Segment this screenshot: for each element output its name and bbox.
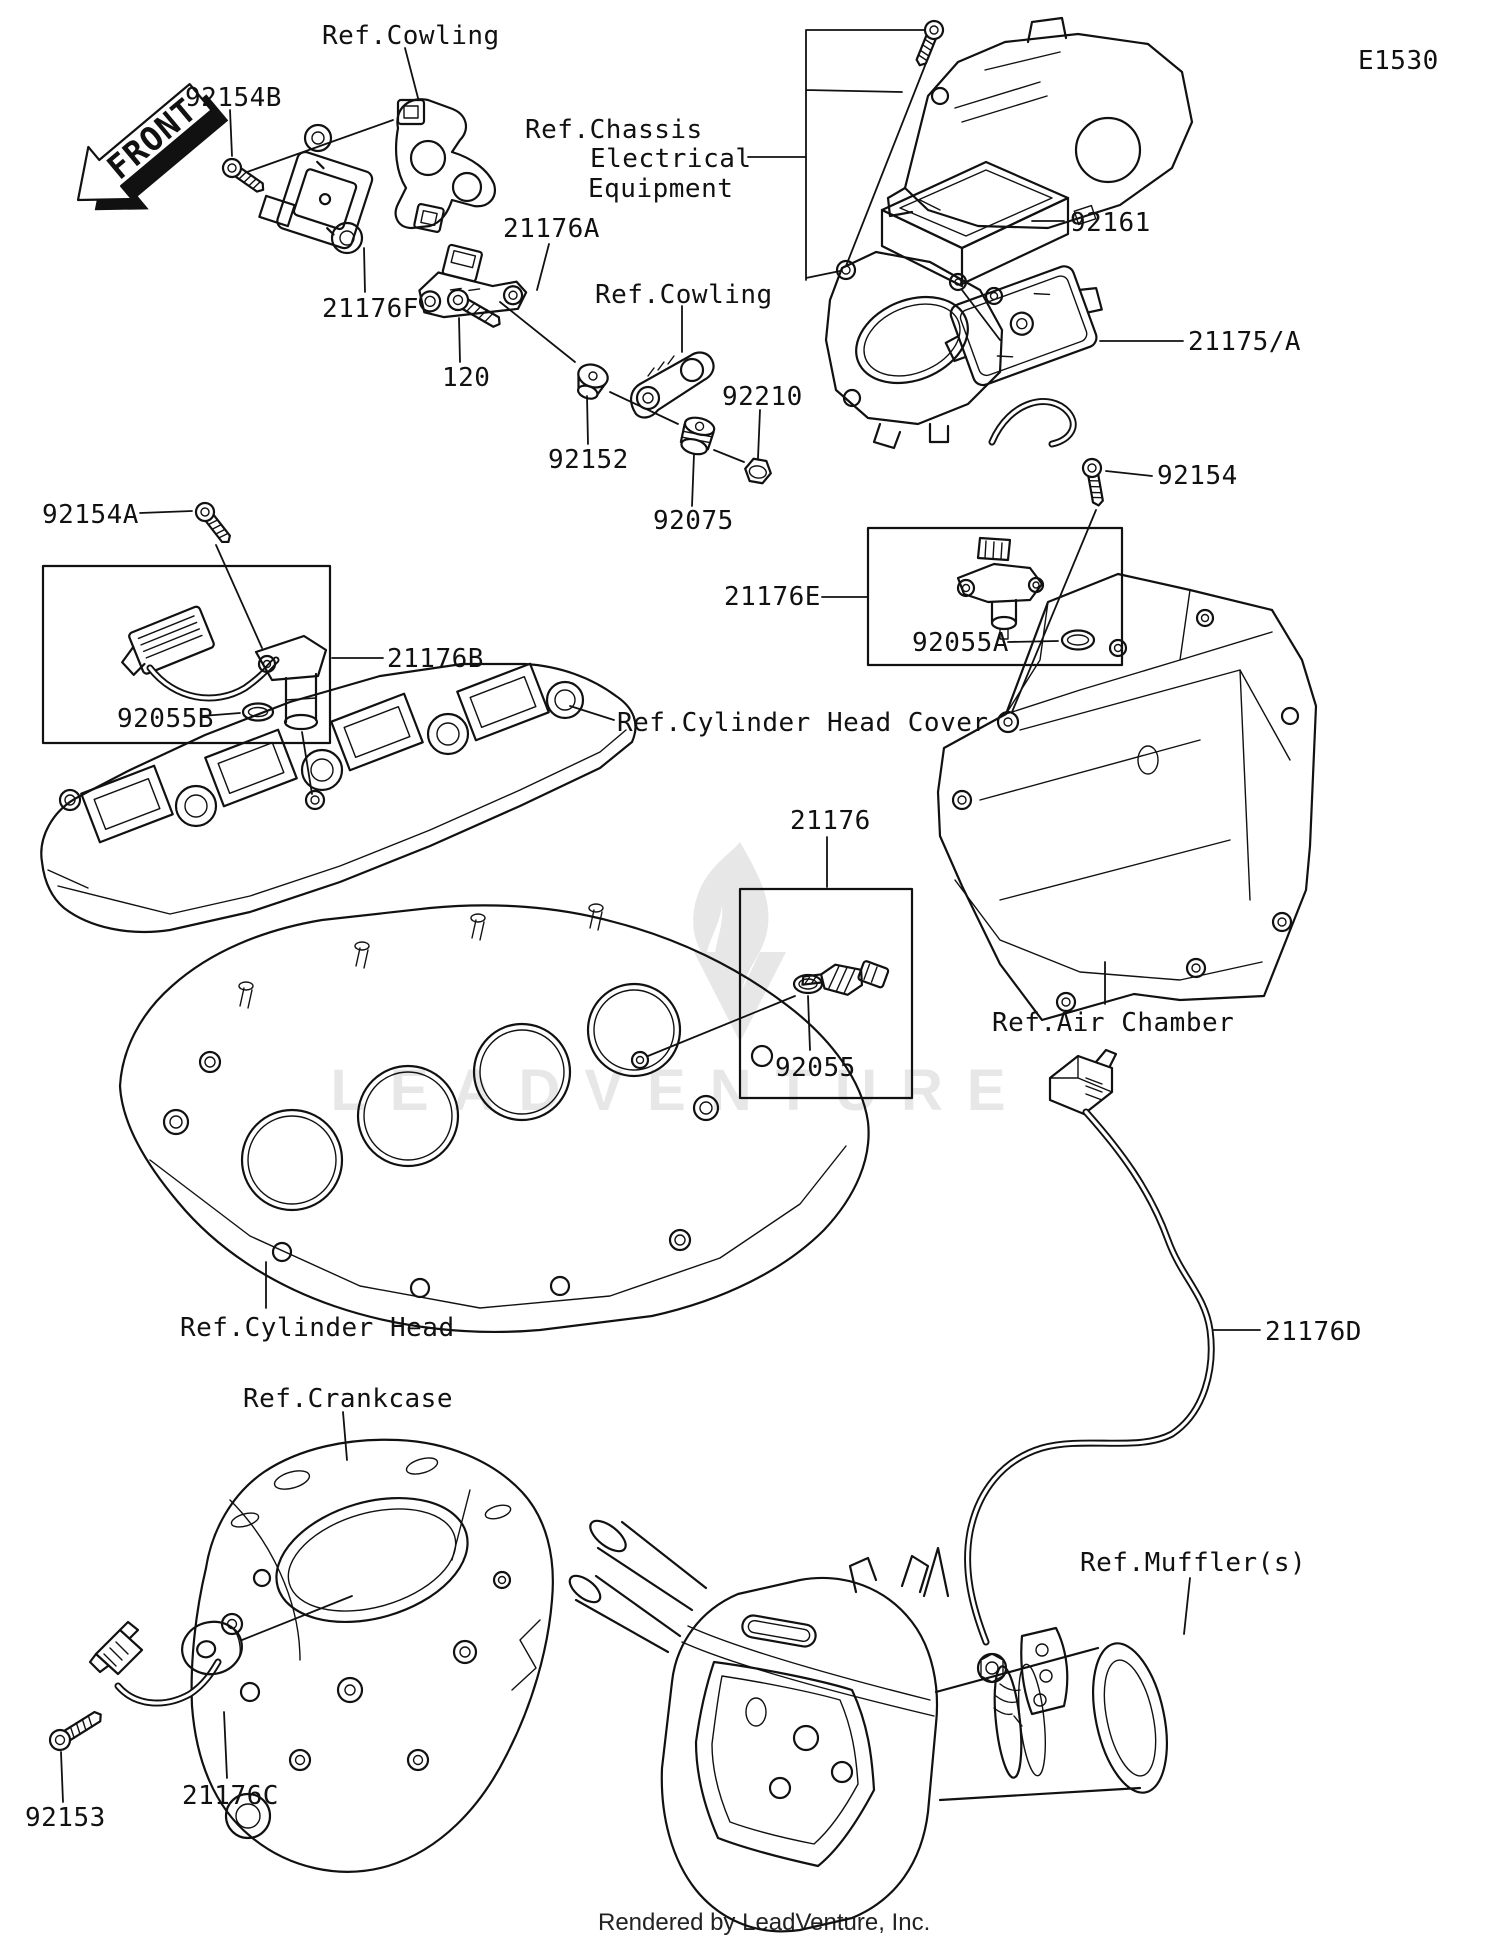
knock-connector <box>88 1620 144 1676</box>
diagram-code: E1530 <box>1358 46 1439 76</box>
leader-21176C <box>223 1711 228 1779</box>
bracket-screw <box>910 17 947 70</box>
footer-credit: Rendered by LeadVenture, Inc. <box>598 1909 930 1936</box>
leader-92154B <box>229 109 233 157</box>
chassis-bracket-lines <box>805 29 925 281</box>
sensor-21176F <box>258 123 374 255</box>
label-92152: 92152 <box>548 445 629 475</box>
grommet-92075 <box>679 416 716 456</box>
label-92055: 92055 <box>775 1053 856 1083</box>
ecu-92161 <box>880 160 1070 288</box>
label-92210: 92210 <box>722 382 803 412</box>
cylinder-head-cover <box>40 662 637 933</box>
mount-plate-with-gasket <box>824 250 1077 450</box>
watermark-flame-icon <box>693 842 769 1014</box>
cowling-bracket-top <box>394 98 496 233</box>
connector-21176B <box>121 605 215 676</box>
label-ref-chassis-1: Ref.Chassis <box>525 115 703 145</box>
label-92153: 92153 <box>25 1803 106 1833</box>
line-sensor-to-cover <box>301 731 313 795</box>
label-21176C: 21176C <box>182 1781 279 1811</box>
label-21175A: 21175/A <box>1188 327 1301 357</box>
label-92154A: 92154A <box>42 500 139 530</box>
label-ref-muffler: Ref.Muffler(s) <box>1080 1548 1306 1578</box>
label-21176E: 21176E <box>724 582 821 612</box>
line-92055-to-head <box>647 995 796 1057</box>
label-ref-chassis-2: Electrical <box>590 144 752 174</box>
o2-connector <box>1048 1048 1118 1116</box>
sensor-21176B <box>254 634 328 731</box>
air-chamber <box>936 572 1318 1022</box>
leader-screw-to-plate <box>845 57 929 267</box>
cylinder-head <box>118 903 870 1334</box>
label-ref-crankcase: Ref.Crankcase <box>243 1384 453 1414</box>
leader-92153 <box>60 1751 64 1803</box>
oring-92055 <box>792 973 824 995</box>
line-92154A-to-sensor <box>215 544 263 649</box>
label-92055A: 92055A <box>912 628 1009 658</box>
label-120: 120 <box>442 363 490 393</box>
leader-21176F <box>363 247 366 293</box>
label-21176A: 21176A <box>503 214 600 244</box>
leader-21176A <box>536 243 550 291</box>
oring-92055A <box>1060 629 1096 651</box>
leader-screw-to-21176F <box>246 119 394 173</box>
label-21176: 21176 <box>790 806 871 836</box>
label-ref-air-chamber: Ref.Air Chamber <box>992 1008 1234 1038</box>
callout-box-21176 <box>738 887 914 1100</box>
oring-92055B <box>241 702 275 722</box>
screw-92154A <box>191 498 237 549</box>
leader-92075 <box>691 453 695 507</box>
label-ref-chassis-3: Equipment <box>588 174 733 204</box>
label-92075: 92075 <box>653 506 734 536</box>
label-ref-cowling-top: Ref.Cowling <box>322 21 500 51</box>
leader-92154 <box>1105 470 1153 477</box>
label-92055B: 92055B <box>117 704 214 734</box>
label-ref-cowling-mid: Ref.Cowling <box>595 280 773 310</box>
assembly-axis-line <box>499 301 745 463</box>
knock-sensor-21176C <box>181 1620 243 1676</box>
grommet-92152 <box>576 363 609 400</box>
crankcase <box>190 1438 554 1873</box>
label-21176B: 21176B <box>387 644 484 674</box>
controller-21175A <box>944 265 1103 387</box>
leader-92152 <box>586 395 589 445</box>
sensor-21176E <box>956 536 1045 640</box>
label-21176F: 21176F <box>322 294 419 324</box>
leader-92154A <box>139 510 193 514</box>
label-92154: 92154 <box>1157 461 1238 491</box>
screw-92154B <box>218 154 270 199</box>
bracket-plate <box>886 16 1194 230</box>
watermark-text: LEADVENTURE <box>330 1058 1029 1123</box>
screw-92154 <box>1080 456 1109 509</box>
sensor-21176A <box>418 243 528 319</box>
leader-92210 <box>757 409 761 459</box>
label-ref-cylinder-head-cover: Ref.Cylinder Head Cover <box>617 708 989 738</box>
leader-ref-cylinder-head-cover <box>569 705 615 721</box>
leader-ref-crankcase <box>342 1411 348 1461</box>
label-ref-cylinder-head: Ref.Cylinder Head <box>180 1313 455 1343</box>
label-92161: 92161 <box>1070 208 1151 238</box>
nut-92210 <box>744 457 772 485</box>
muffler <box>568 1519 1168 1933</box>
label-92154B: 92154B <box>185 83 282 113</box>
leader-92055B <box>201 712 241 717</box>
leader-ref-muffler <box>1183 1577 1191 1635</box>
bolt-120 <box>443 285 506 334</box>
line-92154-to-chamber <box>1011 509 1097 713</box>
leader-120 <box>458 317 461 363</box>
line-knock-to-case <box>241 1595 353 1641</box>
leader-ref-cowling-top <box>404 47 419 99</box>
o2-sensor <box>976 1652 1023 1727</box>
label-21176D: 21176D <box>1265 1317 1362 1347</box>
bolt-92153 <box>45 1704 108 1755</box>
